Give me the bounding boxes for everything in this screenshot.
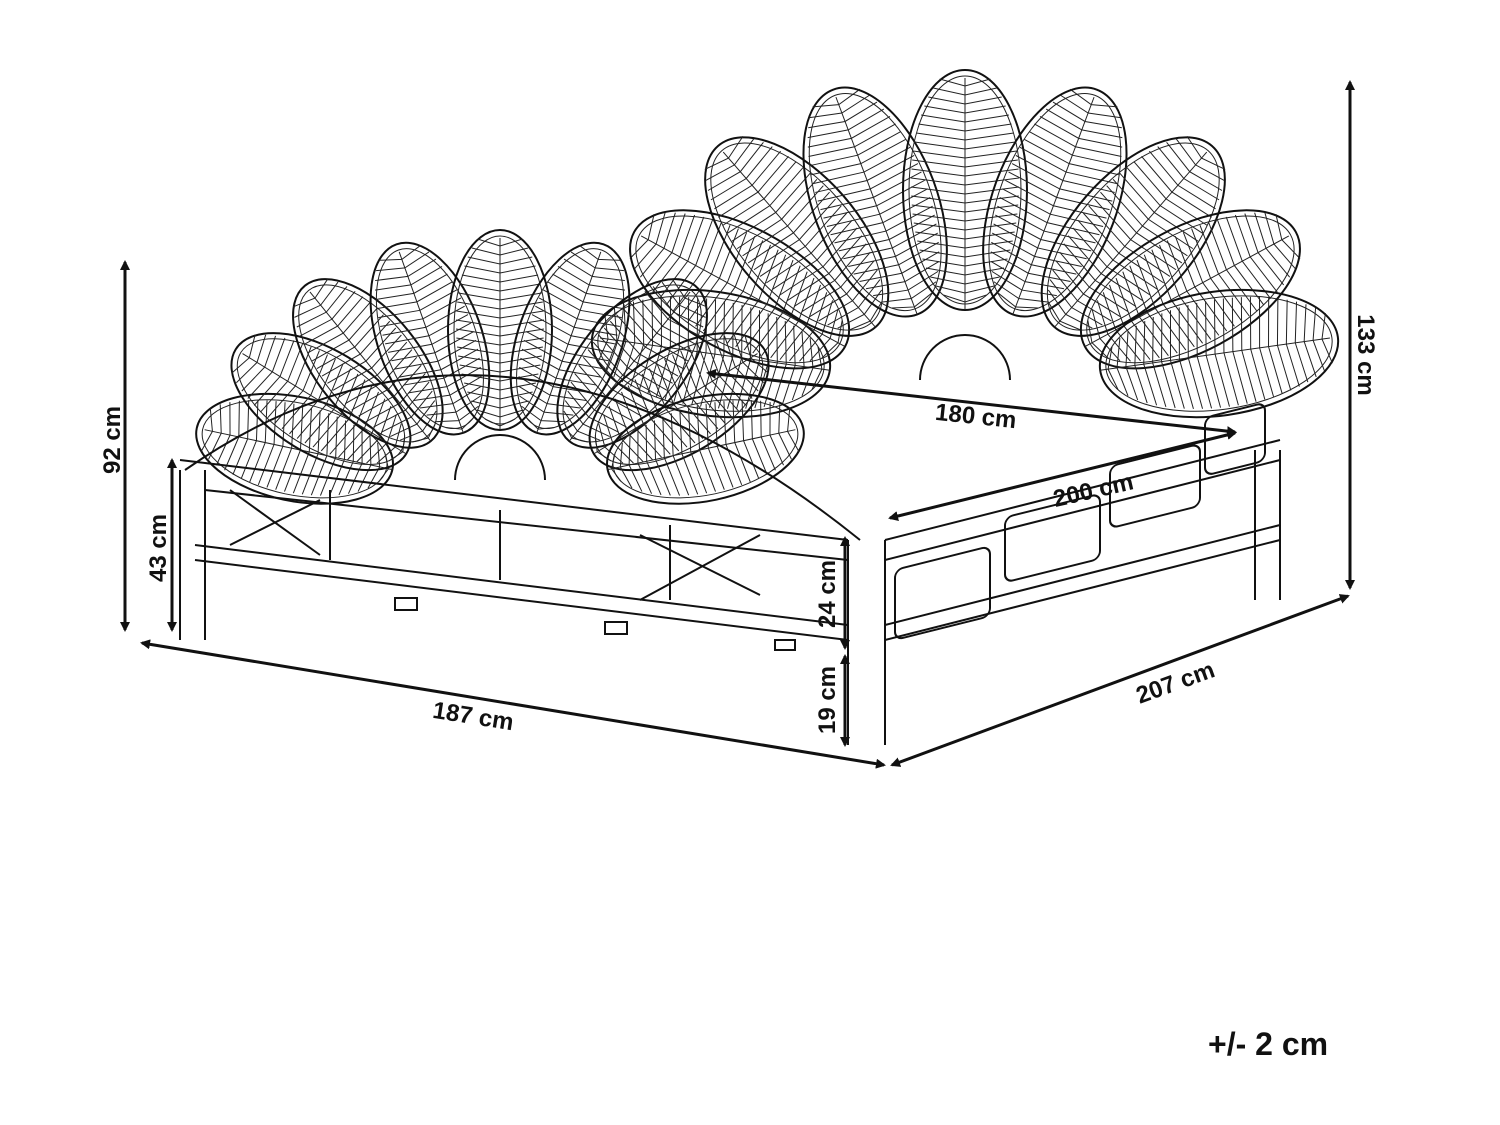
footboard-top-rail: [179, 459, 849, 561]
dimension-lines: [120, 80, 1355, 769]
label-133: 133 cm: [1352, 314, 1379, 395]
front-right-leg: [847, 540, 886, 745]
dim-200-line: [888, 430, 1237, 521]
headboard: [590, 69, 1340, 419]
petal: [369, 241, 491, 436]
label-24: 24 cm: [814, 560, 841, 628]
label-92: 92 cm: [99, 406, 126, 474]
petal: [902, 69, 1028, 311]
dim-187-line: [140, 639, 886, 769]
label-19: 19 cm: [814, 666, 841, 734]
footboard-braces: [229, 489, 761, 601]
petal: [982, 86, 1128, 318]
tolerance-note: +/- 2 cm: [1208, 1026, 1329, 1062]
label-207: 207 cm: [1133, 656, 1219, 709]
petal: [292, 278, 444, 449]
label-180: 180 cm: [934, 399, 1018, 434]
petal: [606, 392, 805, 505]
dim-207-line: [890, 594, 1350, 767]
petal: [556, 278, 708, 449]
footboard-bottom-rail: [194, 544, 849, 641]
petal: [1079, 209, 1301, 370]
side-bottom-rail: [884, 524, 1281, 641]
petal: [802, 86, 948, 318]
fan-hub: [454, 434, 546, 481]
petal: [509, 241, 631, 436]
petal: [704, 135, 890, 337]
dim-180-line: [706, 368, 1237, 437]
petal: [1098, 288, 1340, 419]
label-43: 43 cm: [145, 514, 172, 582]
footboard-arch: [184, 374, 861, 541]
petal: [1040, 135, 1226, 337]
fan-hub: [919, 334, 1011, 381]
footboard-left-leg: [179, 470, 206, 640]
petal: [447, 229, 553, 431]
